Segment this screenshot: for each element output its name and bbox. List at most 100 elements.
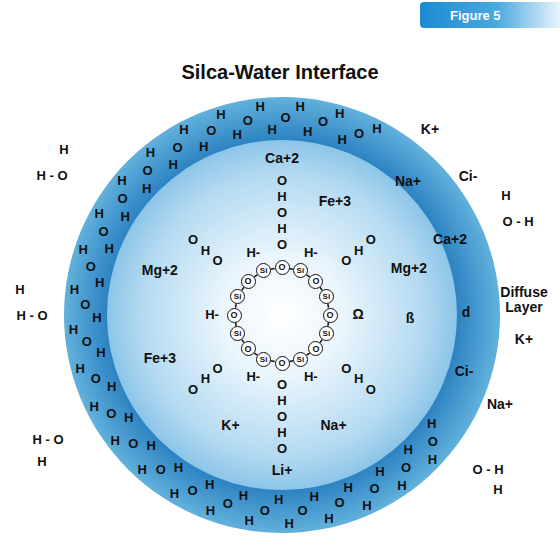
water-atom: O bbox=[223, 497, 233, 511]
atom-symbol: Si bbox=[234, 329, 242, 338]
water-atom: H bbox=[169, 158, 178, 172]
water-atom: H bbox=[70, 282, 79, 296]
water-atom: O bbox=[318, 115, 328, 129]
diffuse-ring bbox=[64, 97, 500, 533]
hydroxyl-atom: H bbox=[277, 394, 286, 408]
silica-atom: Si bbox=[293, 263, 308, 278]
silica-atom: O bbox=[241, 274, 256, 289]
hydride-label: H- bbox=[246, 246, 260, 260]
hydroxyl-atom: O bbox=[277, 206, 287, 220]
free-water: H bbox=[59, 143, 68, 157]
silica-atom: O bbox=[275, 260, 290, 275]
water-atom: O bbox=[369, 482, 379, 496]
silica-atom: Si bbox=[230, 289, 245, 304]
atom-symbol: O bbox=[245, 276, 252, 286]
ion-label: Na+ bbox=[487, 397, 513, 412]
hydroxyl-atom: H bbox=[201, 244, 210, 258]
water-atom: O bbox=[335, 496, 345, 510]
water-atom: H bbox=[344, 481, 353, 495]
atom-symbol: Si bbox=[297, 266, 305, 275]
silica-atom: Si bbox=[293, 352, 308, 367]
water-atom: H bbox=[199, 140, 208, 154]
water-atom: H bbox=[245, 514, 254, 528]
water-atom: H bbox=[69, 322, 78, 336]
ion-label: ß bbox=[406, 312, 415, 327]
atom-symbol: Si bbox=[260, 266, 268, 275]
water-atom: H bbox=[303, 125, 312, 139]
water-atom: O bbox=[82, 335, 92, 349]
ion-label: Ω bbox=[352, 307, 363, 322]
water-atom: H bbox=[216, 108, 225, 122]
ion-label: Ci- bbox=[459, 169, 478, 184]
silica-atom: O bbox=[308, 274, 323, 289]
atom-symbol: O bbox=[278, 358, 285, 368]
free-water: H bbox=[15, 283, 24, 297]
hydroxyl-atom: O bbox=[341, 254, 351, 268]
hydroxyl-atom: O bbox=[366, 233, 376, 247]
atom-symbol: Si bbox=[323, 329, 331, 338]
hydroxyl-atom: O bbox=[277, 238, 287, 252]
atom-symbol: O bbox=[312, 344, 319, 354]
water-atom: O bbox=[280, 111, 290, 125]
water-atom: H bbox=[233, 128, 242, 142]
atom-symbol: O bbox=[245, 344, 252, 354]
figure-number: Figure 5 bbox=[450, 8, 501, 23]
water-atom: H bbox=[335, 107, 344, 121]
free-water: O - H bbox=[502, 215, 533, 229]
ion-label: K+ bbox=[421, 122, 439, 137]
hydride-label: H- bbox=[304, 246, 318, 260]
water-atom: O bbox=[128, 437, 138, 451]
water-atom: H bbox=[79, 243, 88, 257]
hydroxyl-atom: O bbox=[341, 362, 351, 376]
water-atom: O bbox=[143, 164, 153, 178]
water-atom: H bbox=[372, 122, 381, 136]
water-atom: H bbox=[179, 123, 188, 137]
ion-label: Mg+2 bbox=[142, 263, 178, 278]
water-atom: H bbox=[362, 499, 371, 513]
water-atom: H bbox=[397, 479, 406, 493]
water-atom: H bbox=[274, 493, 283, 507]
water-atom: H bbox=[117, 174, 126, 188]
hydride-label: H- bbox=[304, 369, 318, 383]
atom-symbol: Si bbox=[323, 292, 331, 301]
water-atom: H bbox=[255, 100, 264, 114]
water-atom: H bbox=[239, 489, 248, 503]
water-atom: H bbox=[89, 399, 98, 413]
atom-symbol: Si bbox=[234, 292, 242, 301]
silica-atom: Si bbox=[256, 352, 271, 367]
ion-label: Ci- bbox=[455, 364, 474, 379]
water-atom: H bbox=[206, 504, 215, 518]
hydride-label: H- bbox=[246, 369, 260, 383]
atom-symbol: O bbox=[326, 310, 333, 320]
water-atom: H bbox=[105, 242, 114, 256]
hydroxyl-atom: O bbox=[277, 410, 287, 424]
ion-label: Fe+3 bbox=[319, 194, 351, 209]
silica-atom: Si bbox=[319, 326, 334, 341]
water-atom: O bbox=[188, 483, 198, 497]
water-atom: H bbox=[75, 362, 84, 376]
ion-label: Na+ bbox=[395, 174, 421, 189]
water-atom: H bbox=[95, 276, 104, 290]
water-atom: H bbox=[137, 463, 146, 477]
water-atom: H bbox=[285, 517, 294, 531]
water-atom: O bbox=[206, 124, 216, 138]
water-atom: H bbox=[146, 145, 155, 159]
water-atom: H bbox=[95, 207, 104, 221]
water-atom: O bbox=[80, 298, 90, 312]
free-water: H bbox=[501, 189, 510, 203]
water-atom: H bbox=[403, 443, 412, 457]
ion-label: Ca+2 bbox=[433, 232, 467, 247]
free-water: H - O bbox=[16, 309, 47, 323]
water-atom: O bbox=[118, 192, 128, 206]
hydroxyl-atom: O bbox=[213, 362, 223, 376]
water-atom: O bbox=[260, 504, 270, 518]
water-atom: H bbox=[309, 490, 318, 504]
water-atom: H bbox=[146, 439, 155, 453]
water-atom: H bbox=[428, 453, 437, 467]
water-atom: H bbox=[92, 311, 101, 325]
water-atom: O bbox=[86, 260, 96, 274]
ion-label: Na+ bbox=[321, 418, 347, 433]
hydroxyl-atom: O bbox=[277, 378, 287, 392]
hydroxyl-atom: O bbox=[213, 254, 223, 268]
free-water: H bbox=[493, 483, 502, 497]
